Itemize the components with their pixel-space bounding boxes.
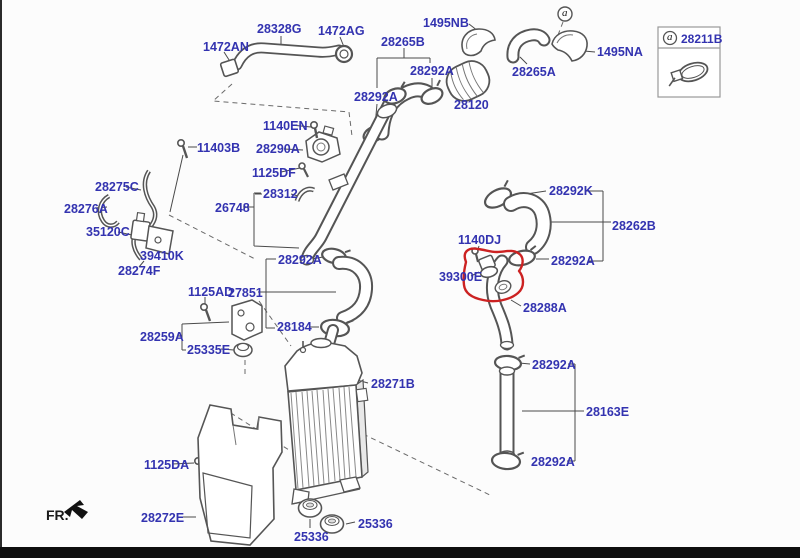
bolt-1140en-drawing xyxy=(309,121,319,139)
grommet-25336-right-drawing xyxy=(319,514,345,534)
clamp-28292a-upper-right-drawing xyxy=(420,79,444,105)
part-label-28292a-3[interactable]: 28292A xyxy=(551,254,595,268)
bottom-black-bar xyxy=(0,547,800,558)
part-label-1472ag[interactable]: 1472AG xyxy=(318,24,365,38)
part-label-27851[interactable]: 27851 xyxy=(228,286,263,300)
intercooler-28271b-drawing xyxy=(284,324,369,505)
part-label-28292a-5[interactable]: 28292A xyxy=(532,358,576,372)
throttle-body-28290a-drawing xyxy=(305,125,341,163)
part-label-28262b[interactable]: 28262B xyxy=(612,219,656,233)
protector-1495na-drawing xyxy=(551,30,588,62)
air-hose-28120-drawing xyxy=(445,60,491,102)
detail-marker-a-label: a xyxy=(562,7,568,19)
part-label-1140dj[interactable]: 1140DJ xyxy=(458,233,502,247)
pipe-26748-drawing xyxy=(299,97,398,266)
part-label-28271b[interactable]: 28271B xyxy=(371,377,415,391)
part-label-35120c[interactable]: 35120C xyxy=(86,225,130,239)
part-label-28272e[interactable]: 28272E xyxy=(141,511,185,525)
detail-marker-circle xyxy=(557,6,573,22)
part-label-28120[interactable]: 28120 xyxy=(454,98,489,112)
part-label-28328g[interactable]: 28328G xyxy=(257,22,302,36)
hose-28328g-drawing xyxy=(219,42,354,78)
highlight-circle-39300e xyxy=(462,247,525,303)
hose-28312-drawing xyxy=(294,186,315,202)
part-label-28276a[interactable]: 28276A xyxy=(64,202,108,216)
part-label-39300e[interactable]: 39300E xyxy=(439,270,483,284)
sensor-39300e-drawing xyxy=(478,254,499,279)
part-label-39410k[interactable]: 39410K xyxy=(140,249,184,263)
part-label-28163e[interactable]: 28163E xyxy=(586,405,630,419)
part-label-28292k[interactable]: 28292K xyxy=(549,184,593,198)
part-label-28290a[interactable]: 28290A xyxy=(256,142,300,156)
part-label-28292a-2[interactable]: 28292A xyxy=(354,90,398,104)
bolt-11403b-drawing xyxy=(177,139,189,159)
part-label-1125df[interactable]: 1125DF xyxy=(252,166,296,180)
hose-center-elbow-drawing xyxy=(332,255,374,325)
part-label-28312[interactable]: 28312 xyxy=(263,187,298,201)
hose-28265a-drawing xyxy=(506,28,551,64)
stay-bracket-27851-drawing xyxy=(231,299,263,341)
elbow-28262b-drawing xyxy=(503,192,552,255)
part-label-28275c[interactable]: 28275C xyxy=(95,180,139,194)
part-label-1125da[interactable]: 1125DA xyxy=(144,458,190,472)
inset-box-28211b xyxy=(657,26,721,98)
part-label-25336-2[interactable]: 25336 xyxy=(358,517,393,531)
part-label-25335e[interactable]: 25335E xyxy=(187,343,231,357)
clamp-1472ag-drawing xyxy=(334,44,354,64)
clamp-28292a-br-bottom-drawing xyxy=(490,451,525,471)
part-label-1495na[interactable]: 1495NA xyxy=(597,45,643,59)
solenoid-valve-35120c-drawing xyxy=(130,211,151,242)
left-border xyxy=(0,0,2,558)
part-label-28265a[interactable]: 28265A xyxy=(512,65,556,79)
part-label-25336-1[interactable]: 25336 xyxy=(294,530,329,544)
part-label-28265b[interactable]: 28265B xyxy=(381,35,425,49)
vacuum-hose-28276a-drawing xyxy=(97,194,120,228)
cable-tie-drawing xyxy=(668,61,709,87)
grommet-25336-left-drawing xyxy=(297,498,323,518)
vacuum-hose-28275c-drawing xyxy=(142,169,158,229)
bracket-39410k-drawing xyxy=(145,225,174,255)
bolt-1125df-drawing xyxy=(298,162,309,178)
part-label-28274f[interactable]: 28274F xyxy=(118,264,161,278)
part-label-28292a-4[interactable]: 28292A xyxy=(278,253,322,267)
part-label-28292a-6[interactable]: 28292A xyxy=(531,455,575,469)
grommet-25335e-drawing xyxy=(233,342,253,358)
clamp-26748-top-drawing xyxy=(383,81,407,105)
part-label-26748[interactable]: 26748 xyxy=(215,201,250,215)
inset-marker-a-label: a xyxy=(667,31,673,43)
part-label-1140en[interactable]: 1140EN xyxy=(263,119,308,133)
fr-label: FR. xyxy=(46,507,69,523)
part-label-28211b[interactable]: 28211B xyxy=(681,32,723,46)
pipe-28163e-drawing xyxy=(498,366,516,460)
bolt-1125ad-drawing xyxy=(200,302,212,322)
bolt-1140dj-drawing xyxy=(471,247,480,263)
ferrule-1472an-drawing xyxy=(219,58,240,78)
part-label-28184[interactable]: 28184 xyxy=(277,320,312,334)
part-label-1495nb[interactable]: 1495NB xyxy=(423,16,469,30)
part-label-28292a-1[interactable]: 28292A xyxy=(410,64,454,78)
protector-1495nb-drawing xyxy=(461,28,496,57)
fr-direction-arrow xyxy=(64,500,88,519)
part-label-1472an[interactable]: 1472AN xyxy=(203,40,249,54)
part-label-11403b[interactable]: 11403B xyxy=(197,141,241,155)
part-label-1125ad[interactable]: 1125AD xyxy=(188,285,234,299)
part-label-28259a[interactable]: 28259A xyxy=(140,330,184,344)
air-duct-28272e-drawing xyxy=(197,404,283,546)
part-label-28288a[interactable]: 28288A xyxy=(523,301,567,315)
